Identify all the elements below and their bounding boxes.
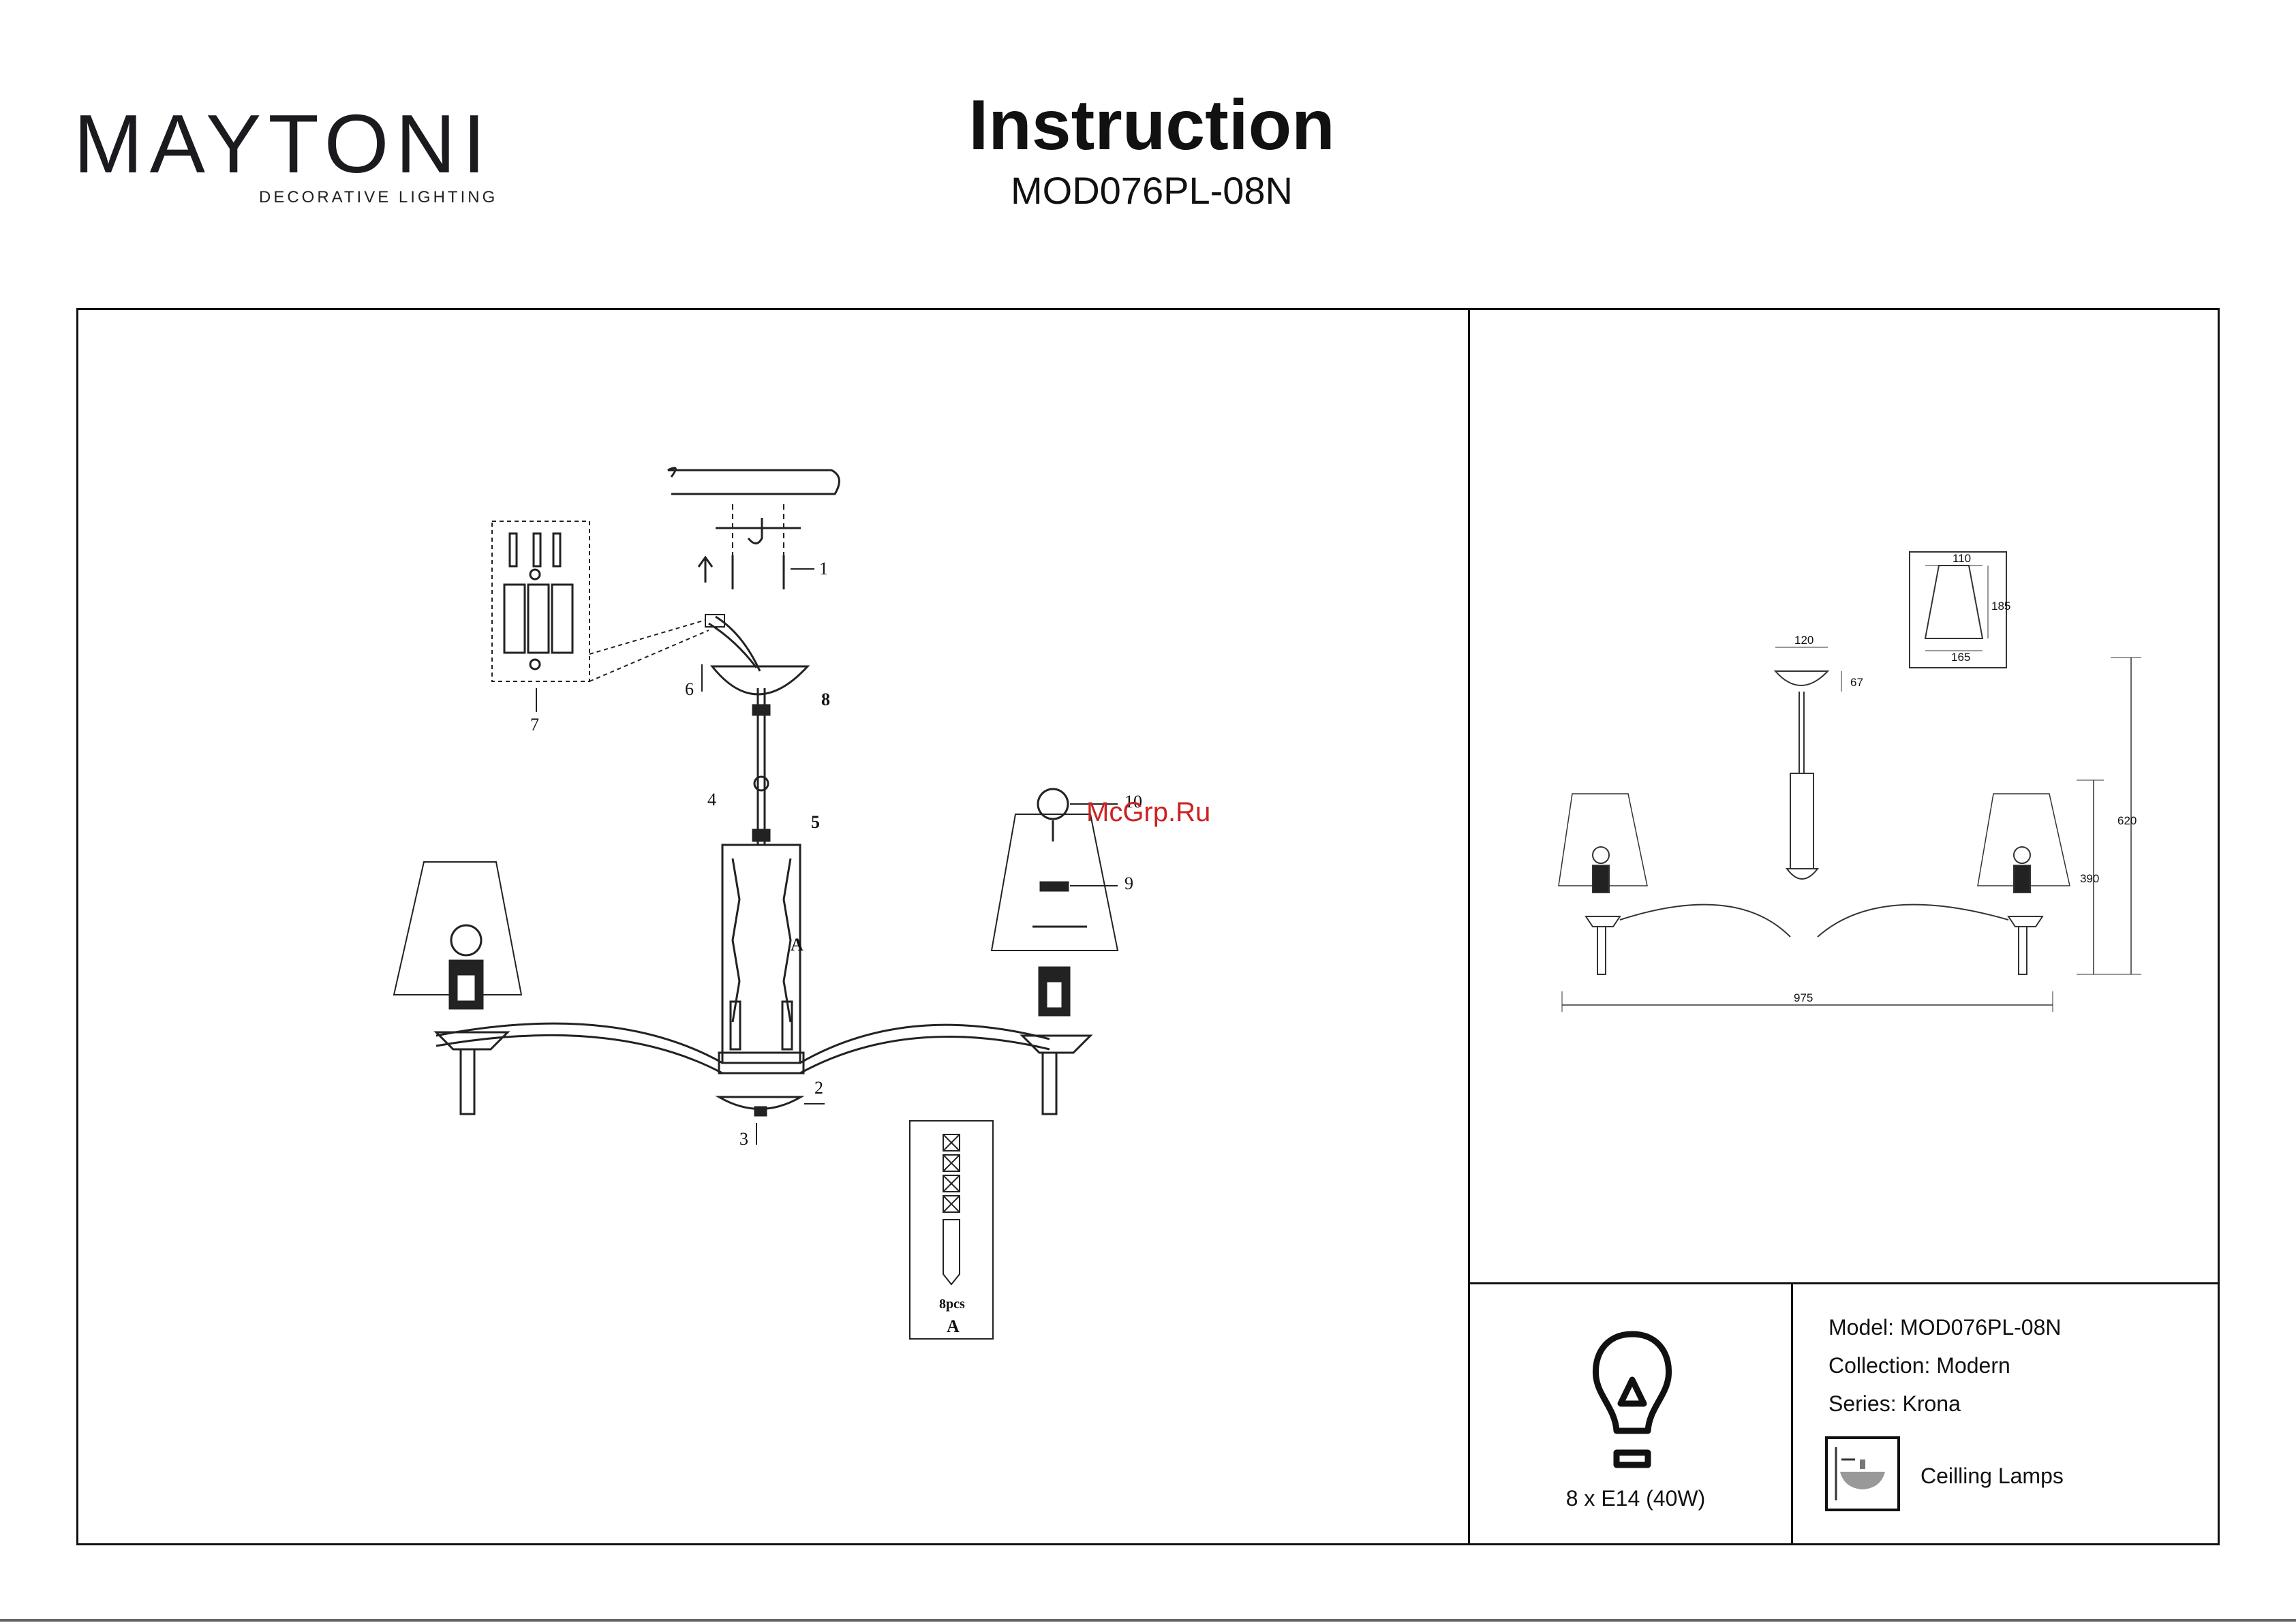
dim-width: 975 xyxy=(1794,991,1813,1004)
spec-series: Series: Krona xyxy=(1828,1393,1961,1415)
spec-divider xyxy=(1791,1282,1793,1545)
spec-model: Model: MOD076PL-08N xyxy=(1828,1316,2061,1338)
dim-shade-top: 110 xyxy=(1953,552,1971,565)
part-a-label: A xyxy=(791,935,803,955)
spec-category: Ceilling Lamps xyxy=(1920,1465,2064,1487)
dimension-drawing: 120 67 110 185 165 975 620 390 xyxy=(1470,310,2218,1281)
bulb-icon xyxy=(1588,1329,1677,1472)
dim-shade-height: 185 xyxy=(1991,600,2010,613)
bottom-rule xyxy=(0,1619,2296,1622)
part-a-detail-label: A xyxy=(947,1316,960,1336)
spec-collection: Collection: Modern xyxy=(1828,1355,2010,1376)
callout-9: 9 xyxy=(1124,874,1133,893)
callout-5: 5 xyxy=(811,812,820,832)
callout-3: 3 xyxy=(739,1129,748,1149)
callout-4: 4 xyxy=(707,790,716,809)
watermark: McGrp.Ru xyxy=(1086,797,1210,828)
callout-7: 7 xyxy=(530,715,539,735)
dim-height-total: 620 xyxy=(2117,814,2137,827)
callout-2: 2 xyxy=(814,1078,823,1098)
part-a-count: 8pcs xyxy=(939,1297,965,1312)
dim-canopy-width: 120 xyxy=(1794,634,1813,647)
frame-divider-horizontal xyxy=(1468,1282,2220,1284)
ceiling-lamp-icon xyxy=(1825,1436,1900,1511)
callout-1: 1 xyxy=(819,559,828,578)
callout-8: 8 xyxy=(821,690,830,709)
assembly-drawing: 1 2 3 4 5 6 7 8 9 10 A 8pcs A xyxy=(0,0,1468,1545)
dim-height-body: 390 xyxy=(2080,872,2099,885)
dim-shade-bottom: 165 xyxy=(1951,651,1970,664)
dim-canopy-height: 67 xyxy=(1850,676,1863,689)
bulb-spec: 8 x E14 (40W) xyxy=(1554,1487,1717,1509)
callout-6: 6 xyxy=(685,679,694,699)
